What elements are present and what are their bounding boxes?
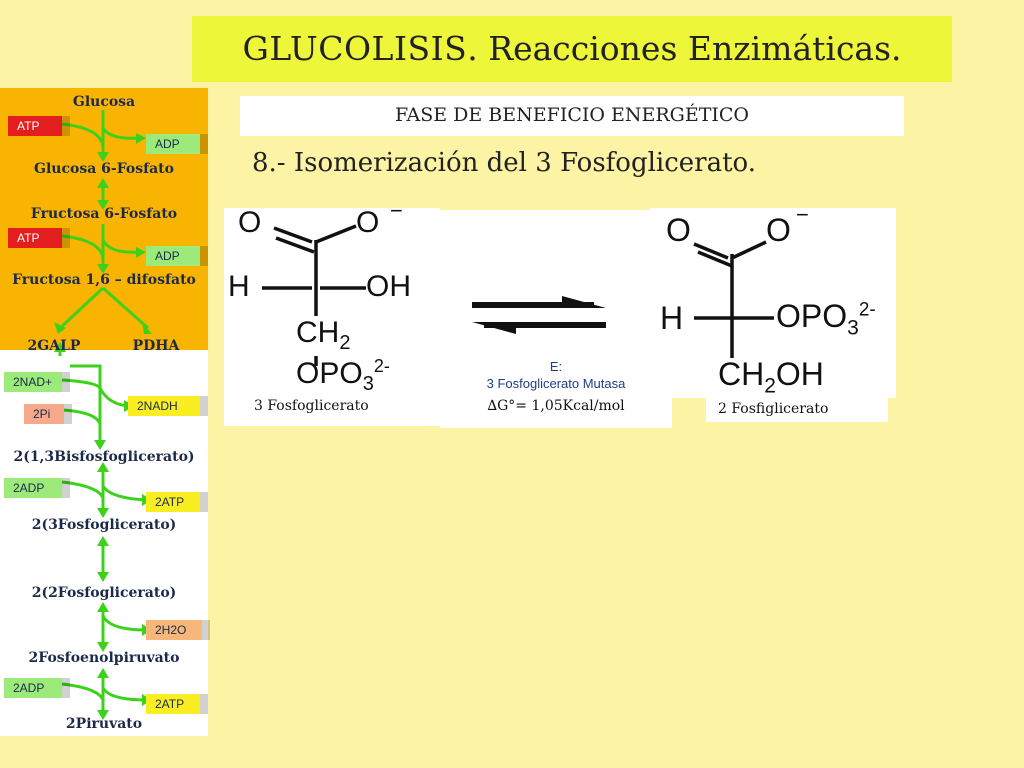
substrate-o-carboxylate: O [356,206,380,239]
metabolite-glucosa-6-fosfato: Glucosa 6-Fosfato [34,161,174,177]
metabolite-pdha: PDHA [132,338,180,354]
metabolite-fosfoenolpiruvato: 2Fosfoenolpiruvato [28,650,180,666]
cofactor-adp-1: ADP [146,134,208,154]
cofactor-adp-2: ADP [146,246,208,266]
enzyme-panel [440,210,672,428]
title-sub: . Reacciones Enzimáticas. [467,29,902,68]
cofactor-2nadh: 2NADH [128,396,208,416]
metabolite-piruvato: 2Piruvato [65,716,143,732]
product-o-carbonyl: O [666,212,691,248]
cofactor-2atp-2: 2ATP [146,694,208,714]
product-bonds [693,240,774,358]
product-panel [650,208,896,398]
title-main: GLUCOLISIS [242,29,468,68]
cofactor-2nad: 2NAD+ [4,372,70,392]
metabolite-fructosa-16-difosfato: Fructosa 1,6 – difosfato [12,272,196,288]
enzyme-label: E: [549,359,563,374]
metabolite-3-fosfoglicerato: 2(3Fosfoglicerato) [31,517,177,533]
phase-banner: FASE DE BENEFICIO ENERGÉTICO [240,96,904,136]
product-ch2oh: CH2OH [718,356,824,398]
cofactor-atp-2: ATP [8,228,70,248]
substrate-opo3: OPO32- [296,356,390,395]
product-label-panel [706,398,888,422]
equilibrium-arrows-icon [472,296,606,334]
enzyme-name: 3 Fosfoglicerato Mutasa [486,376,626,391]
enzyme-info: E: 3 Fosfoglicerato Mutasa [440,358,672,392]
product-h: H [660,300,684,336]
cofactor-2adp-2: 2ADP [4,678,70,698]
cofactor-atp-1: ATP [8,116,70,136]
delta-g-value: ∆G°= 1,05Kcal/mol [487,398,625,414]
substrate-bonds [262,224,366,366]
substrate-oh: OH [366,270,411,303]
cofactor-2adp-1: 2ADP [4,478,70,498]
product-opo3: OPO32- [776,298,876,340]
substrate-name: 3 Fosfoglicerato [254,398,369,414]
substrate-o-carbonyl: O [238,206,262,239]
substrate-charge: − [390,198,403,223]
cofactor-2pi: 2Pi [24,404,72,424]
metabolite-2galp: 2GALP [27,338,81,354]
cofactor-2atp-1: 2ATP [146,492,208,512]
cofactor-2h2o: 2H2O [146,620,210,640]
step-heading: 8.- Isomerización del 3 Fosfoglicerato. [252,148,757,178]
metabolite-13-bisfosfoglicerato: 2(1,3Bisfosfoglicerato) [13,449,195,465]
title-banner: GLUCOLISIS. Reacciones Enzimáticas. [192,16,952,82]
slide-title: GLUCOLISIS. Reacciones Enzimáticas. [192,16,952,82]
metabolite-fructosa-6-fosfato: Fructosa 6-Fosfato [30,206,178,222]
substrate-ch2: CH2 [296,316,351,354]
pathway-arrows [54,110,152,720]
product-o-carboxylate: O [766,212,791,248]
product-name: 2 Fosfiglicerato [718,401,829,417]
phase-label: FASE DE BENEFICIO ENERGÉTICO [394,104,749,126]
metabolite-glucosa: Glucosa [72,94,136,110]
product-charge: − [796,202,809,227]
substrate-panel [224,208,440,426]
metabolite-2-fosfoglicerato: 2(2Fosfoglicerato) [31,585,177,601]
substrate-h: H [228,270,250,303]
